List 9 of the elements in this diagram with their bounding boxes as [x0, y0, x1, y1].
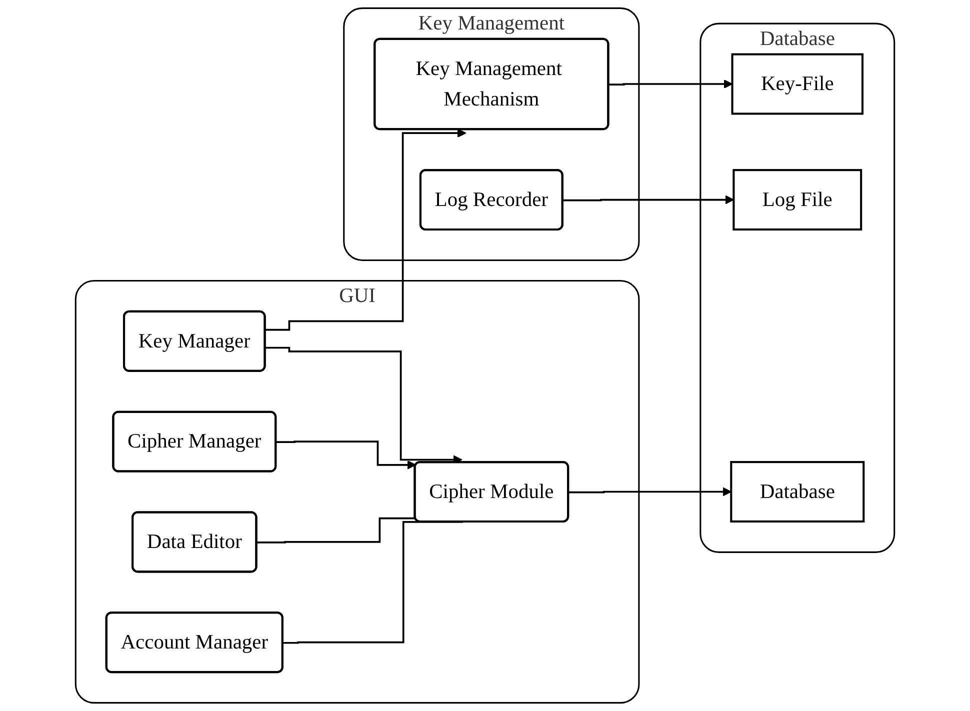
arrow: [608, 80, 733, 89]
arrow: [568, 487, 732, 496]
arrow: [265, 128, 466, 331]
node-box: Log File: [732, 169, 862, 231]
arrow: [562, 195, 734, 204]
arrow: [276, 440, 416, 470]
connector: [256, 517, 416, 544]
node-box: Database: [730, 461, 865, 522]
node-box: Key-File: [731, 53, 864, 115]
